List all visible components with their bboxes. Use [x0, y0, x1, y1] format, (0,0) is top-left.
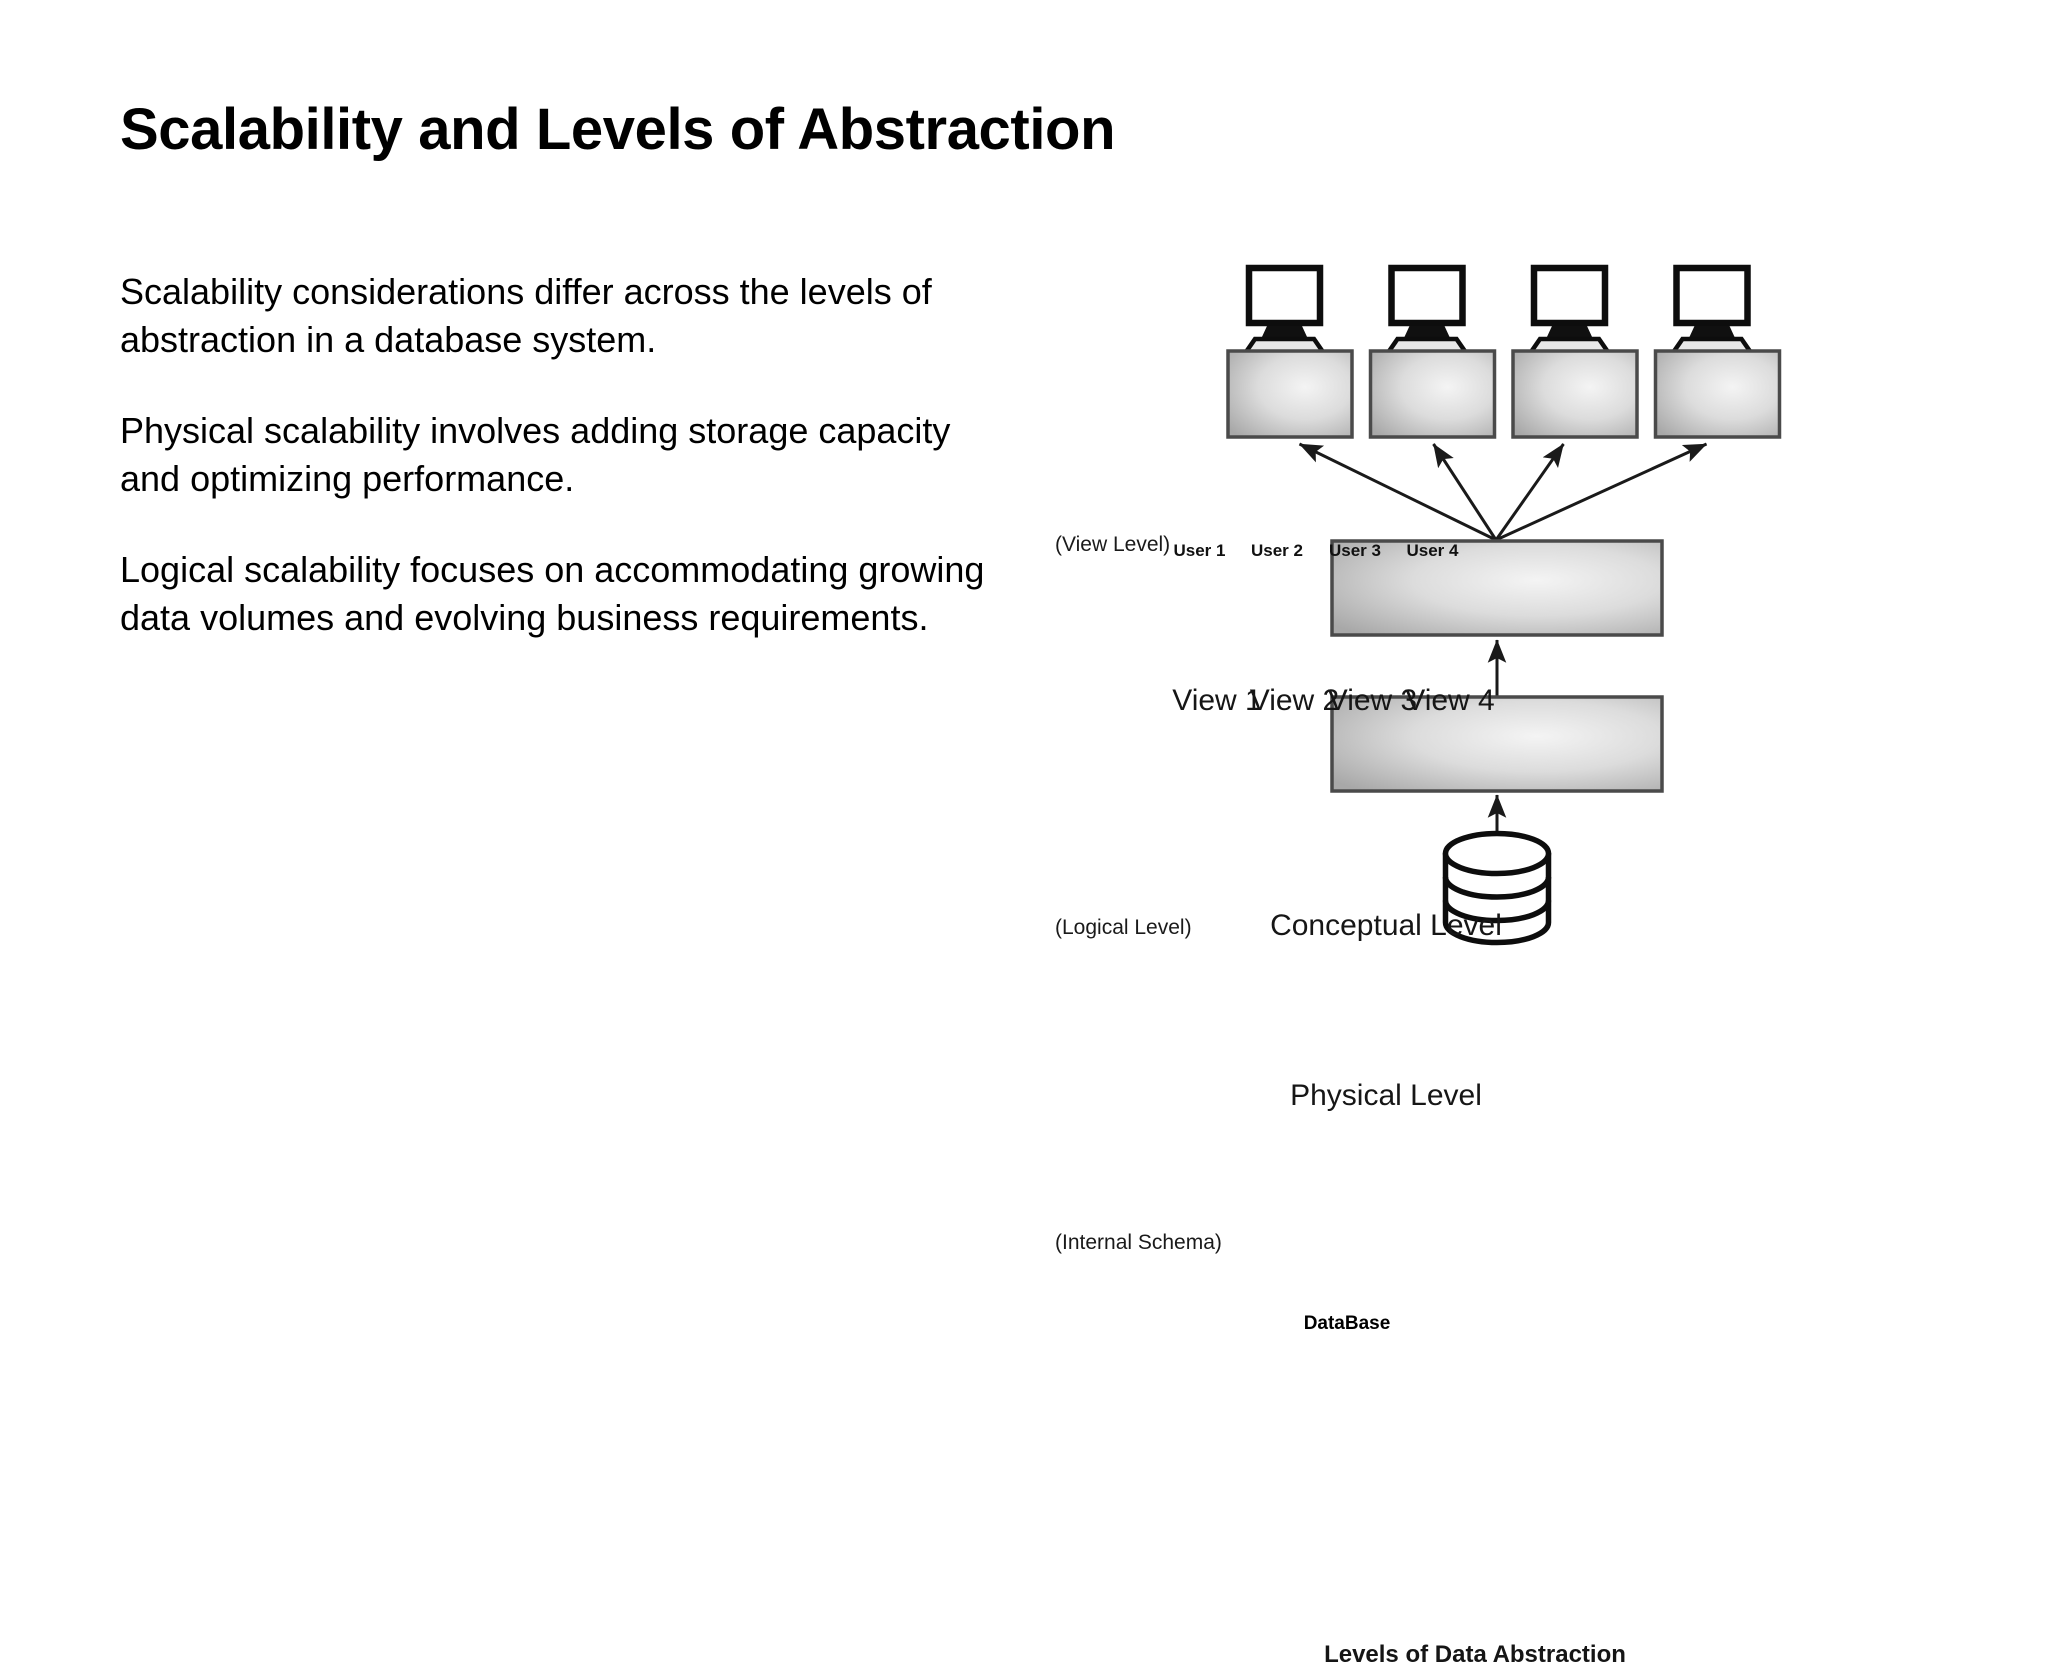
user-monitor-3 [1526, 264, 1613, 355]
view-label-3: View 3 [1327, 684, 1418, 717]
database-cylinder-icon [1442, 830, 1552, 946]
arrow-conceptual-to-view-4 [1495, 442, 1708, 542]
conceptual-level-label: Conceptual Level [1270, 909, 1502, 942]
view-label-1: View 1 [1172, 684, 1262, 717]
user-label-3: User 3 [1329, 541, 1381, 560]
view-box-1 [1226, 349, 1354, 439]
level-label-internal: (Internal Schema) [1055, 1231, 1222, 1254]
arrow-conceptual-to-view-3 [1494, 443, 1565, 541]
diagram-canvas [1226, 264, 1782, 946]
database-label: DataBase [1303, 1313, 1391, 1334]
level-label-logical: (Logical Level) [1055, 916, 1192, 939]
paragraph-logical-scalability: Logical scalability focuses on accommoda… [120, 549, 985, 638]
view-label-4: View 4 [1405, 684, 1495, 717]
conceptual-to-view-arrows [1298, 442, 1708, 542]
page-title: Scalability and Levels of Abstraction [120, 97, 1116, 162]
view-label-2: View 2 [1249, 684, 1340, 717]
view-box-4 [1653, 349, 1782, 439]
diagram-caption: Levels of Data Abstraction [1324, 1641, 1626, 1668]
user-monitor-4 [1669, 264, 1755, 355]
body-text-block: Scalability considerations differ across… [120, 268, 1010, 641]
user-label-2: User 2 [1251, 541, 1303, 560]
conceptual-level-box [1330, 539, 1664, 637]
user-monitor-1 [1241, 264, 1328, 355]
user-label-1: User 1 [1173, 541, 1226, 560]
user-monitor-2 [1384, 264, 1470, 355]
view-box-2 [1368, 349, 1497, 439]
level-label-view: (View Level) [1055, 533, 1171, 556]
levels-of-data-abstraction-diagram: (View Level) (Logical Level) (Internal S… [1020, 246, 1860, 1668]
paragraph-physical-scalability: Physical scalability involves adding sto… [120, 410, 951, 499]
view-box-3 [1511, 349, 1639, 439]
paragraph-scalability-considerations: Scalability considerations differ across… [120, 271, 932, 360]
arrow-conceptual-to-view-1 [1298, 442, 1497, 542]
user-label-4: User 4 [1406, 541, 1459, 560]
physical-level-label: Physical Level [1290, 1079, 1482, 1112]
physical-level-box [1330, 695, 1664, 793]
arrow-conceptual-to-view-2 [1432, 443, 1498, 541]
